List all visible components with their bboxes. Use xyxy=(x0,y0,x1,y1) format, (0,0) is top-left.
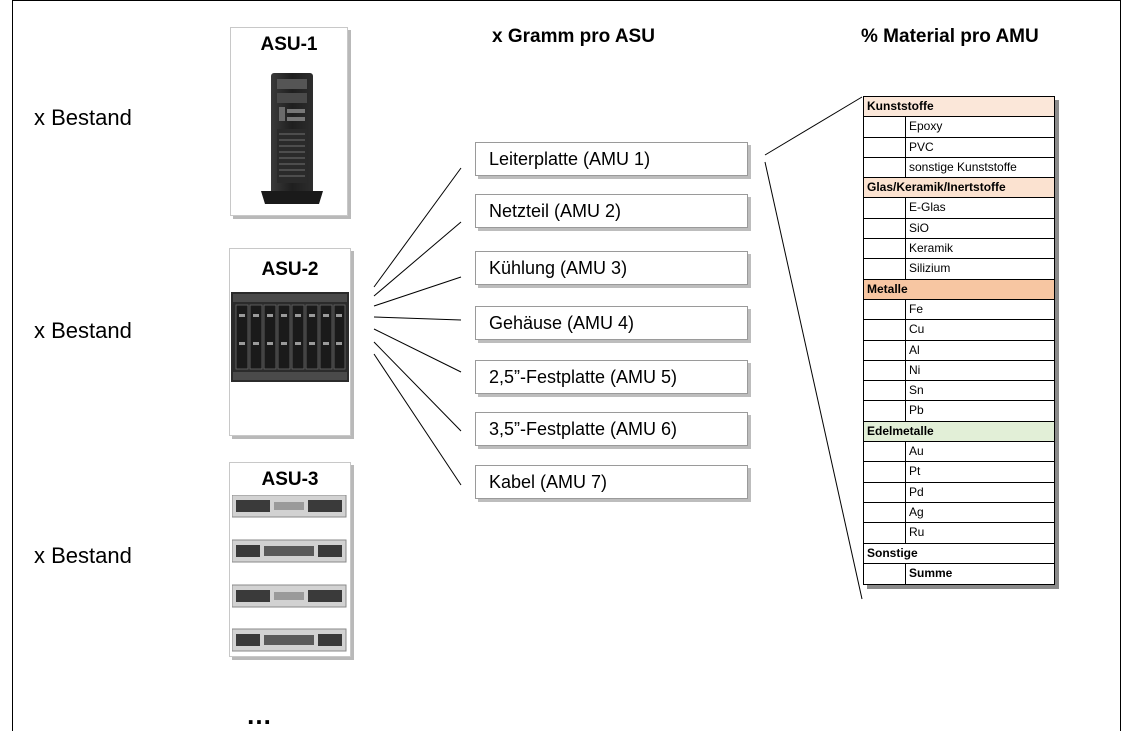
amu-box-2: Netzteil (AMU 2) xyxy=(475,194,748,228)
material-header: % Material pro AMU xyxy=(861,26,1039,47)
amu-box-4: Gehäuse (AMU 4) xyxy=(475,306,748,340)
material-row: Pd xyxy=(864,482,1054,503)
asu-1-card: ASU-1 xyxy=(230,27,348,216)
material-e-glas: E-Glas xyxy=(909,200,946,215)
asu-2-card: ASU-2 xyxy=(229,248,351,436)
summe-row: Summe xyxy=(864,563,1054,585)
material-row: E-Glas xyxy=(864,198,1054,219)
material-table: Kunststoffe Epoxy PVC sonstige Kunststof… xyxy=(863,96,1055,586)
material-sonstige-kunststoffe: sonstige Kunststoffe xyxy=(909,159,1017,174)
material-cu: Cu xyxy=(909,322,925,337)
material-row: PVC xyxy=(864,137,1054,158)
amu-box-5: 2,5”-Festplatte (AMU 5) xyxy=(475,360,748,394)
amu-box-1: Leiterplatte (AMU 1) xyxy=(475,142,748,176)
material-row: Ag xyxy=(864,502,1054,524)
material-row: Pt xyxy=(864,462,1054,483)
material-row: Al xyxy=(864,340,1054,361)
material-fe: Fe xyxy=(909,301,924,316)
material-ag: Ag xyxy=(909,504,924,519)
amu-box-3: Kühlung (AMU 3) xyxy=(475,251,748,285)
material-row: Cu xyxy=(864,320,1054,341)
material-pd: Pd xyxy=(909,484,924,499)
material-ni: Ni xyxy=(909,362,921,377)
asu-2-title: ASU-2 xyxy=(261,259,319,280)
material-pt: Pt xyxy=(909,464,921,479)
category-sonstige: Sonstige xyxy=(864,543,1054,564)
more-ellipsis: … xyxy=(246,700,273,730)
category-metalle: Metalle xyxy=(864,279,1054,300)
material-pb: Pb xyxy=(909,403,924,418)
material-row: Fe xyxy=(864,299,1054,321)
material-row: Ni xyxy=(864,360,1054,382)
blade-chassis-icon xyxy=(231,292,349,382)
material-epoxy: Epoxy xyxy=(909,119,943,134)
material-row: Silizium xyxy=(864,259,1054,280)
material-row: Ru xyxy=(864,523,1054,544)
material-ru: Ru xyxy=(909,525,925,540)
material-sn: Sn xyxy=(909,383,924,398)
gramm-header: x Gramm pro ASU xyxy=(492,26,655,47)
material-au: Au xyxy=(909,444,924,459)
bestand-label-3: x Bestand xyxy=(34,543,132,568)
asu-3-title: ASU-3 xyxy=(261,469,319,490)
material-row: Pb xyxy=(864,401,1054,422)
material-sio: SiO xyxy=(909,220,930,235)
material-silizium: Silizium xyxy=(909,261,951,276)
category-edelmetalle: Edelmetalle xyxy=(864,421,1054,443)
material-row: Au xyxy=(864,442,1054,463)
asu-1-title: ASU-1 xyxy=(260,34,318,55)
asu-3-card: ASU-3 xyxy=(229,462,351,657)
material-row: sonstige Kunststoffe xyxy=(864,157,1054,179)
material-keramik: Keramik xyxy=(909,241,954,256)
material-al: Al xyxy=(909,342,920,357)
material-row: SiO xyxy=(864,218,1054,240)
material-pvc: PVC xyxy=(909,139,934,154)
material-row: Keramik xyxy=(864,239,1054,260)
bestand-label-1: x Bestand xyxy=(34,105,132,130)
category-glas-keramik: Glas/Keramik/Inertstoffe xyxy=(864,178,1054,199)
category-kunststoffe: Kunststoffe xyxy=(864,97,1054,118)
summe-label: Summe xyxy=(909,565,953,580)
rack-servers-icon xyxy=(232,495,350,653)
diagram-frame xyxy=(12,0,1121,731)
tower-server-icon xyxy=(259,73,325,208)
amu-box-7: Kabel (AMU 7) xyxy=(475,465,748,499)
material-row: Sn xyxy=(864,381,1054,402)
amu-box-6: 3,5”-Festplatte (AMU 6) xyxy=(475,412,748,446)
material-row: Epoxy xyxy=(864,117,1054,138)
bestand-label-2: x Bestand xyxy=(34,318,132,343)
